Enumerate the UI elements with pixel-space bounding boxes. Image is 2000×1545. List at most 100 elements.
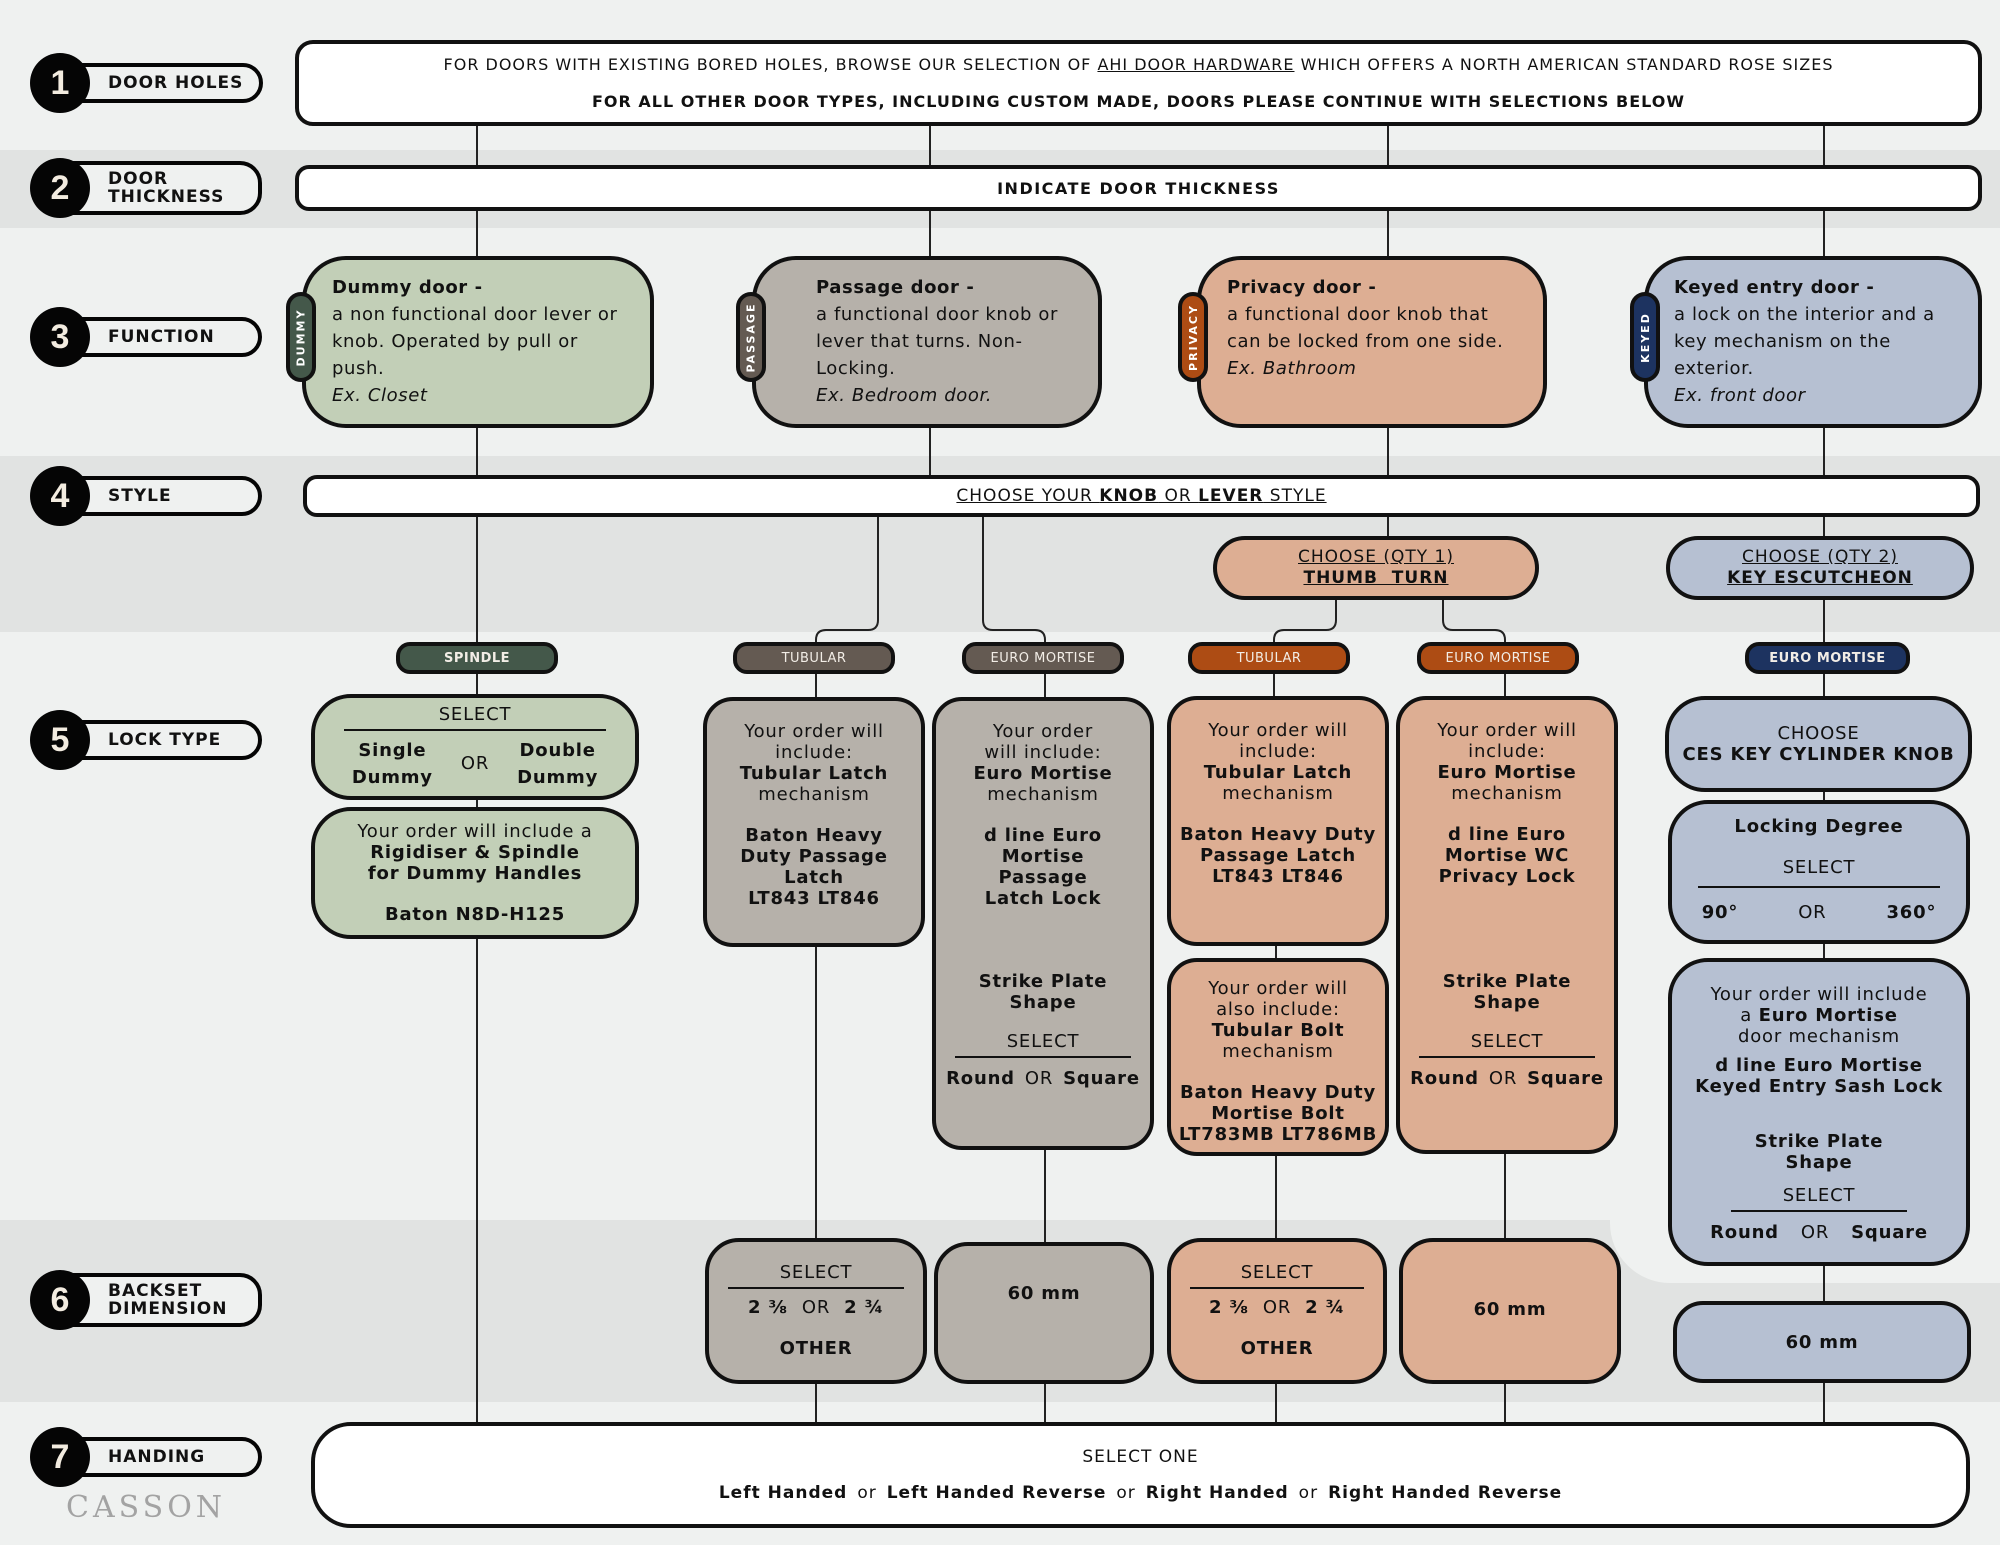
include-product: Rigidiser & Spindle <box>370 842 580 863</box>
pill-euro-mortise-keyed: EURO MORTISE <box>1745 642 1910 674</box>
step-label: DOOR THICKNESS <box>66 161 262 215</box>
knob-lever-style-box[interactable]: CHOOSE YOUR KNOB OR LEVER STYLE <box>303 475 1980 517</box>
option-round[interactable]: Round <box>946 1068 1015 1089</box>
step-label-line: DOOR <box>108 169 169 189</box>
passage-euro-box: Your order will include: Euro Mortise me… <box>932 697 1154 1150</box>
or-label: or <box>1116 1483 1136 1503</box>
option-left-handed[interactable]: Left Handed <box>718 1483 848 1503</box>
option-90[interactable]: 90° <box>1701 902 1739 923</box>
or-label: OR <box>1262 1297 1292 1318</box>
product-name: Duty Passage <box>740 846 888 867</box>
function-card-keyed[interactable]: Keyed entry door - a lock on the interio… <box>1644 256 1982 428</box>
pill-tubular-passage: TUBULAR <box>733 642 895 674</box>
option-other[interactable]: OTHER <box>779 1338 853 1359</box>
tab-privacy: PRIVACY <box>1178 292 1208 382</box>
tab-passage: PASSAGE <box>736 292 766 382</box>
function-card-passage[interactable]: Passage door - a functional door knob or… <box>752 256 1102 428</box>
option-round[interactable]: Round <box>1710 1222 1779 1243</box>
thumb-turn-line2: THUMB TURN <box>1303 568 1449 588</box>
option-right-handed[interactable]: Right Handed <box>1145 1483 1289 1503</box>
locking-degree-title: Locking Degree <box>1734 816 1904 837</box>
include-text: will include: <box>984 742 1102 763</box>
strike-plate-label: Shape <box>1785 1152 1853 1173</box>
style-lever: LEVER <box>1198 486 1264 506</box>
option-2-3-4[interactable]: 2 ¾ <box>1305 1297 1345 1318</box>
product-name: d line Euro <box>1448 824 1566 845</box>
product-name: d line Euro Mortise <box>1715 1055 1923 1076</box>
include-text: mechanism <box>987 784 1099 805</box>
option-right-handed-reverse[interactable]: Right Handed Reverse <box>1328 1483 1563 1503</box>
option-square[interactable]: Square <box>1527 1068 1604 1089</box>
option-2-3-4[interactable]: 2 ¾ <box>844 1297 884 1318</box>
style-knob: KNOB <box>1099 486 1159 506</box>
backset-options: 2 ⅜ OR 2 ¾ <box>709 1297 923 1318</box>
function-example: Ex. Bathroom <box>1227 358 1357 379</box>
mechanism-name: Euro Mortise <box>1758 1005 1898 1026</box>
product-name: Baton Heavy Duty <box>1180 824 1376 845</box>
divider <box>1419 1056 1595 1058</box>
door-thickness-box[interactable]: INDICATE DOOR THICKNESS <box>295 165 1982 211</box>
style-text: STYLE <box>1263 486 1327 506</box>
option-round[interactable]: Round <box>1410 1068 1479 1089</box>
include-text: Your order will include a <box>357 821 593 842</box>
product-code: LT783MB LT786MB <box>1178 1124 1378 1145</box>
thumb-turn-box[interactable]: CHOOSE (QTY 1) THUMB TURN <box>1213 536 1539 600</box>
key-escutcheon-line1: CHOOSE (QTY 2) <box>1742 547 1898 567</box>
include-text: Your order will <box>1208 978 1348 999</box>
tab-label: KEYED <box>1638 311 1652 363</box>
option-square[interactable]: Square <box>1851 1222 1928 1243</box>
step-label-line: BACKSET <box>108 1281 203 1301</box>
option-2-3-8[interactable]: 2 ⅜ <box>748 1297 788 1318</box>
product-code: Baton N8D-H125 <box>384 904 566 925</box>
key-escutcheon-box[interactable]: CHOOSE (QTY 2) KEY ESCUTCHEON <box>1666 536 1974 600</box>
privacy-euro-box: Your order will include: Euro Mortise me… <box>1396 696 1618 1154</box>
or-label: OR <box>1488 1068 1518 1089</box>
include-text: mechanism <box>1451 783 1563 804</box>
step-3-function: 3 FUNCTION <box>30 307 262 367</box>
ahi-door-hardware-link[interactable]: AHI DOOR HARDWARE <box>1097 55 1295 74</box>
backset-options: 2 ⅜ OR 2 ¾ <box>1171 1297 1383 1318</box>
step-7-handing: 7 HANDING <box>30 1427 262 1487</box>
option-360[interactable]: 360° <box>1886 902 1937 923</box>
include-text: Your order <box>992 721 1094 742</box>
product-name: Mortise Bolt <box>1211 1103 1345 1124</box>
strike-plate-label: Strike Plate <box>1754 1131 1884 1152</box>
step-label-line: DIMENSION <box>108 1299 228 1319</box>
step-label: HANDING <box>66 1437 262 1477</box>
casson-logo: CASSON <box>66 1490 227 1525</box>
option-text: Dummy <box>351 766 433 788</box>
function-desc: a functional door knob or lever that tur… <box>816 304 1059 379</box>
function-desc: a lock on the interior and a key mechani… <box>1674 304 1935 379</box>
option-other[interactable]: OTHER <box>1240 1338 1314 1359</box>
choose-label: CHOOSE <box>1777 723 1860 744</box>
mechanism-name: Euro Mortise <box>973 763 1113 784</box>
mechanism-name: Tubular Latch <box>1203 762 1353 783</box>
function-title: Keyed entry door - <box>1674 277 1875 298</box>
product-name: Baton Heavy <box>745 825 883 846</box>
handing-box: SELECT ONE Left Handed or Left Handed Re… <box>311 1422 1970 1528</box>
function-card-privacy[interactable]: Privacy door - a functional door knob th… <box>1197 256 1547 428</box>
product-name: Passage <box>998 867 1088 888</box>
key-cylinder-box[interactable]: CHOOSE CES KEY CYLINDER KNOB <box>1665 696 1972 792</box>
tab-label: DUMMY <box>294 308 308 366</box>
select-label: SELECT <box>1782 1185 1856 1206</box>
privacy-bolt-box: Your order will also include: Tubular Bo… <box>1167 958 1389 1156</box>
function-card-dummy[interactable]: Dummy door - a non functional door lever… <box>302 256 654 428</box>
backset-privacy-tubular: SELECT 2 ⅜ OR 2 ¾ OTHER <box>1167 1238 1387 1384</box>
product-name: Passage Latch <box>1200 845 1356 866</box>
step-label-line: THICKNESS <box>108 187 225 207</box>
step-label: DOOR HOLES <box>66 63 264 103</box>
step-number: 7 <box>30 1427 90 1487</box>
strike-options: Round OR Square <box>1672 1222 1966 1243</box>
include-text: Your order will include <box>1710 984 1928 1005</box>
function-title: Dummy door - <box>332 277 483 298</box>
option-square[interactable]: Square <box>1063 1068 1140 1089</box>
style-text: CHOOSE YOUR <box>956 486 1100 506</box>
door-holes-text: WHICH OFFERS A NORTH AMERICAN STANDARD R… <box>1294 55 1834 74</box>
include-text: mechanism <box>1222 1041 1334 1062</box>
option-2-3-8[interactable]: 2 ⅜ <box>1209 1297 1249 1318</box>
step-label: FUNCTION <box>66 317 262 357</box>
option-left-handed-reverse[interactable]: Left Handed Reverse <box>886 1483 1107 1503</box>
